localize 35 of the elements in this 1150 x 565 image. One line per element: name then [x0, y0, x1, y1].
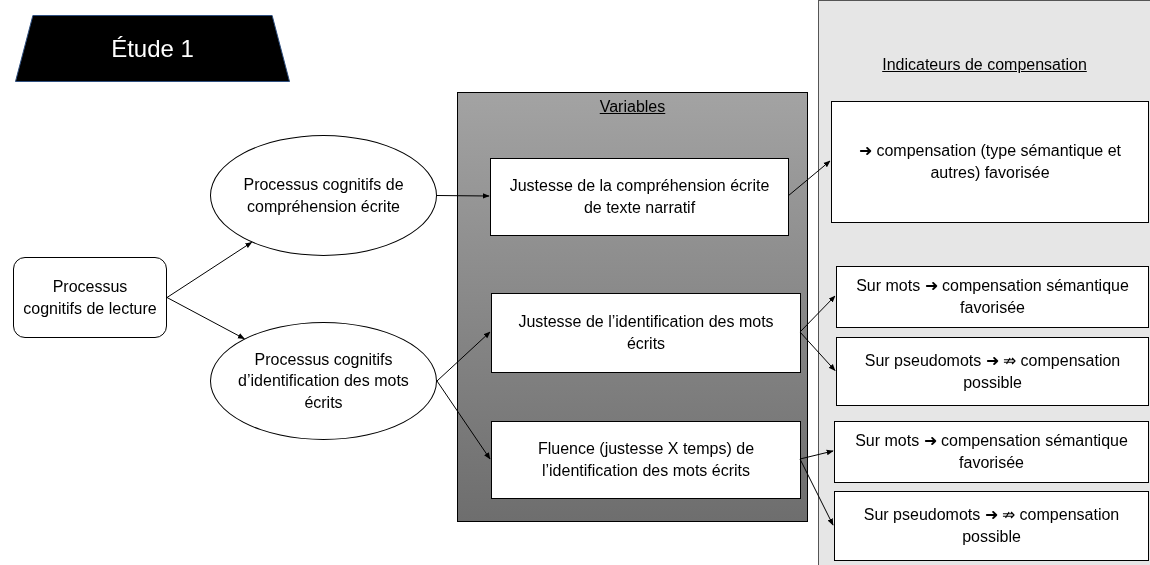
arrow [436, 193, 490, 199]
process-box [836, 266, 1149, 328]
node-text: Justesse de la compréhension écrite de texte narratif [508, 176, 771, 218]
node-text: ➜ compensation (type sémantique et autres) favorisée [858, 141, 1122, 183]
node-text: Étude 1 [110, 33, 195, 64]
node-text: Variables [599, 98, 666, 115]
node-text: Sur mots ➜ compensation sémantique favorisée [854, 431, 1129, 473]
arrow [436, 331, 491, 382]
node-text: Processus cognitifs de compréhension écrite [242, 174, 405, 217]
node-text: Processus cognitifs d’identification des mots écrits [237, 349, 410, 413]
node-text: Indicateurs de compensation [882, 56, 1087, 73]
indicators-panel [818, 0, 1150, 565]
process-box [490, 158, 789, 236]
node-text: Sur pseudomots ➜ ⇏ compensation possible [862, 505, 1121, 547]
process-box [491, 421, 801, 499]
node-text: Processus cognitifs de lecture [22, 276, 158, 319]
node-text: Sur pseudomots ➜ ⇏ compensation possible [863, 350, 1122, 393]
arrow [799, 331, 836, 371]
arrow [799, 458, 834, 526]
node-text: Justesse de l’identification des mots écrits [517, 312, 775, 354]
arrow [799, 295, 836, 333]
process-box [831, 101, 1149, 223]
arrow [787, 160, 831, 197]
arrow [166, 241, 253, 298]
rounded-box [13, 257, 167, 338]
variables-panel [457, 92, 808, 522]
arrow [436, 380, 491, 460]
node-text: Sur mots ➜ compensation sémantique favorisée [855, 276, 1130, 318]
process-box [834, 491, 1149, 561]
process-box [836, 337, 1149, 406]
node-text: Fluence (justesse X temps) de l’identification des mots écrits [536, 439, 756, 481]
arrow [166, 297, 245, 340]
process-box [834, 421, 1149, 483]
arrow [799, 449, 834, 460]
process-box [491, 293, 801, 373]
